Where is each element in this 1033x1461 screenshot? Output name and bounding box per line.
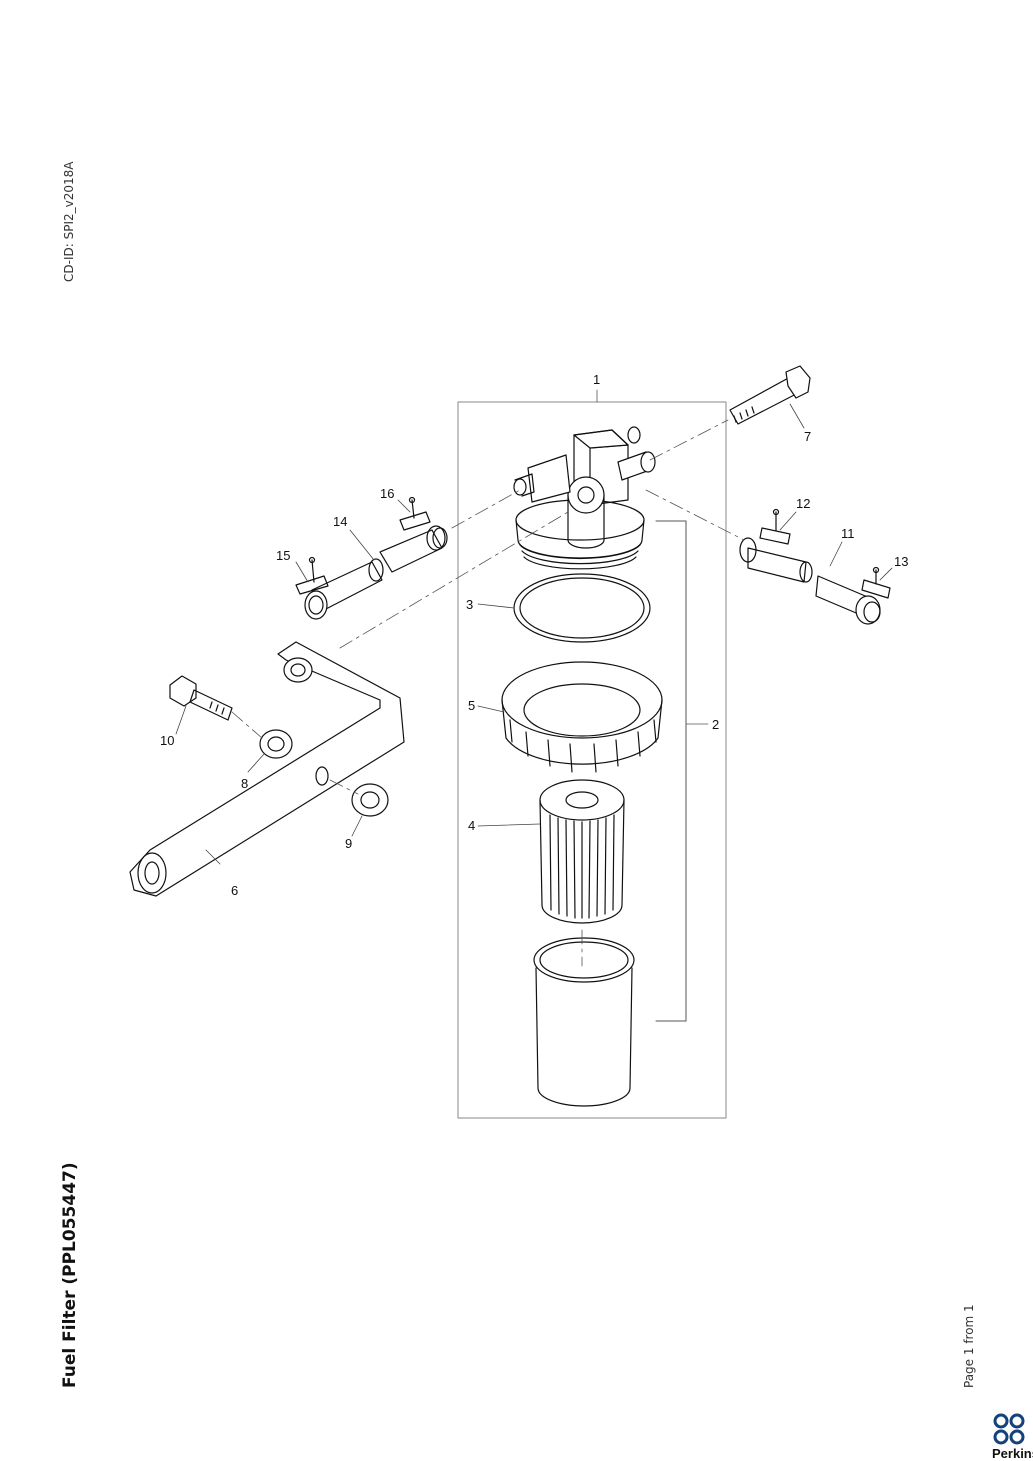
callout-8: 8 [241,776,248,791]
mounting-bolt [169,675,233,721]
retaining-ring [501,661,663,773]
callout-6: 6 [231,883,238,898]
o-ring [513,573,651,643]
brand-name: Perkins [992,1446,1033,1461]
banjo-bolt [729,365,811,425]
perkins-logo: Perkins [992,1413,1033,1461]
fuel-pipe-left [295,496,448,620]
callout-3: 3 [466,597,473,612]
filter-head [513,426,656,570]
fuel-pipe-right [739,508,891,625]
callout-12: 12 [796,496,810,511]
callout-11: 11 [841,526,855,541]
kit-bracket [655,520,687,1022]
filter-bowl [533,937,635,1107]
callout-15: 15 [276,548,290,563]
callout-2: 2 [712,717,719,732]
spring-washer [259,729,293,759]
callout-14: 14 [333,514,347,529]
callout-1: 1 [593,372,600,387]
callout-10: 10 [160,733,174,748]
mounting-bracket [129,641,405,897]
callout-5: 5 [468,698,475,713]
callout-9: 9 [345,836,352,851]
filter-element [539,779,625,924]
assembly-frame [457,401,727,1119]
callout-7: 7 [804,429,811,444]
callout-4: 4 [468,818,475,833]
flat-washer [351,783,389,817]
callout-16: 16 [380,486,394,501]
callout-13: 13 [894,554,908,569]
